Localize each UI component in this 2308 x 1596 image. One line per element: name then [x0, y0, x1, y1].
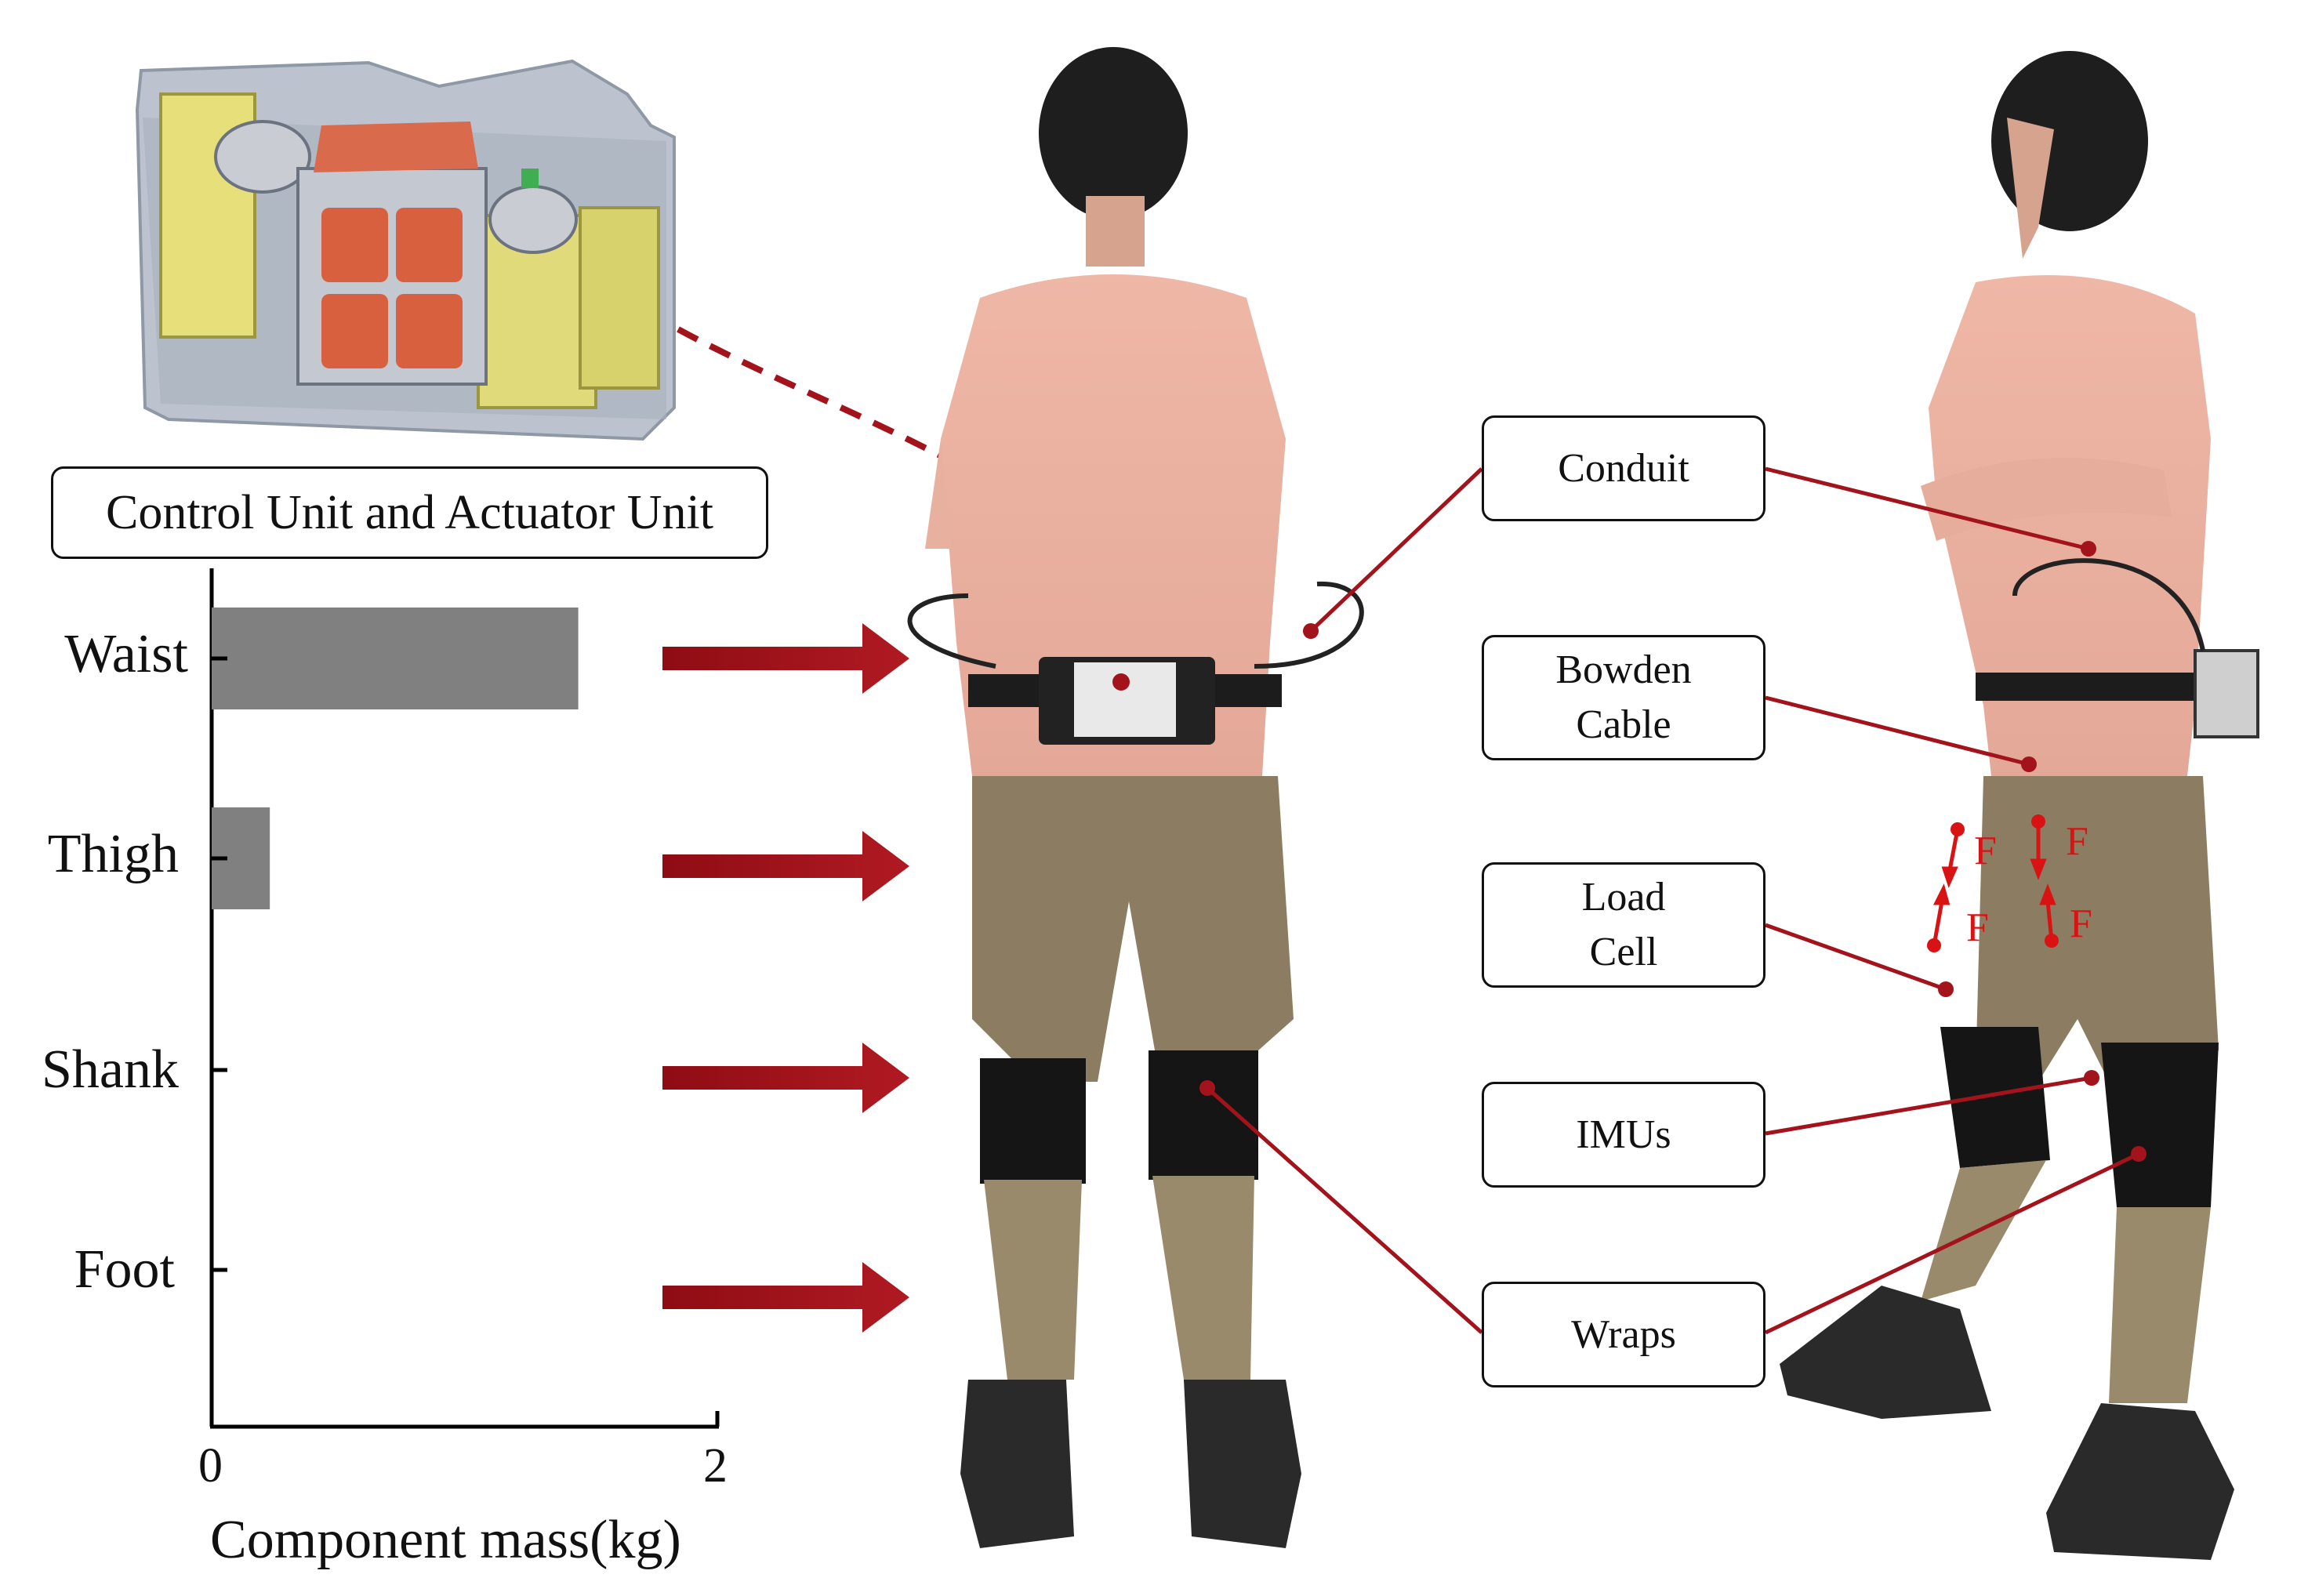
- arrow-shank: [662, 1043, 909, 1113]
- force-label-3: F: [1966, 905, 1989, 950]
- person-back-view-image: [907, 47, 1364, 1548]
- callout-conduit-label: Conduit: [1558, 445, 1689, 491]
- arrow-foot: [662, 1262, 909, 1333]
- callout-load-line1: Load: [1581, 875, 1666, 920]
- arrow-waist: [662, 623, 909, 694]
- person-side-view-image: [1780, 51, 2259, 1560]
- force-arrows: [1927, 814, 2059, 952]
- arrow-thigh: [662, 831, 909, 901]
- category-label-waist: Waist: [64, 624, 188, 684]
- callout-imus-label: IMUs: [1576, 1112, 1671, 1157]
- callout-load-line2: Cell: [1589, 930, 1658, 974]
- callout-connectors: [1112, 466, 2147, 1335]
- unit-title: Control Unit and Actuator Unit: [106, 486, 713, 539]
- unit-title-box: Control Unit and Actuator Unit: [51, 466, 768, 559]
- callout-bowden-line1: Bowden: [1555, 647, 1692, 692]
- force-label-2: F: [2066, 819, 2088, 864]
- callout-imus: IMUs: [1482, 1082, 1765, 1188]
- callout-conduit: Conduit: [1482, 415, 1765, 521]
- callout-wraps: Wraps: [1482, 1282, 1765, 1387]
- force-label-4: F: [2070, 901, 2092, 946]
- category-label-foot: Foot: [74, 1239, 175, 1300]
- x-tick-label-2: 2: [703, 1439, 728, 1493]
- category-label-thigh: Thigh: [47, 824, 179, 884]
- mass-bar-chart: [209, 568, 720, 1429]
- level-arrows: [662, 623, 909, 1333]
- callout-load-cell: Load Cell: [1482, 862, 1765, 988]
- callout-bowden-line2: Cable: [1576, 702, 1671, 747]
- x-tick-label-0: 0: [198, 1439, 223, 1493]
- bar-waist: [212, 608, 579, 709]
- callout-bowden-cable: Bowden Cable: [1482, 635, 1765, 760]
- x-axis-title: Component mass(kg): [210, 1510, 681, 1570]
- cad-actuator-unit-image: [135, 59, 676, 441]
- callout-wraps-label: Wraps: [1571, 1311, 1676, 1357]
- category-label-shank: Shank: [42, 1039, 179, 1100]
- force-label-1: F: [1974, 829, 1997, 873]
